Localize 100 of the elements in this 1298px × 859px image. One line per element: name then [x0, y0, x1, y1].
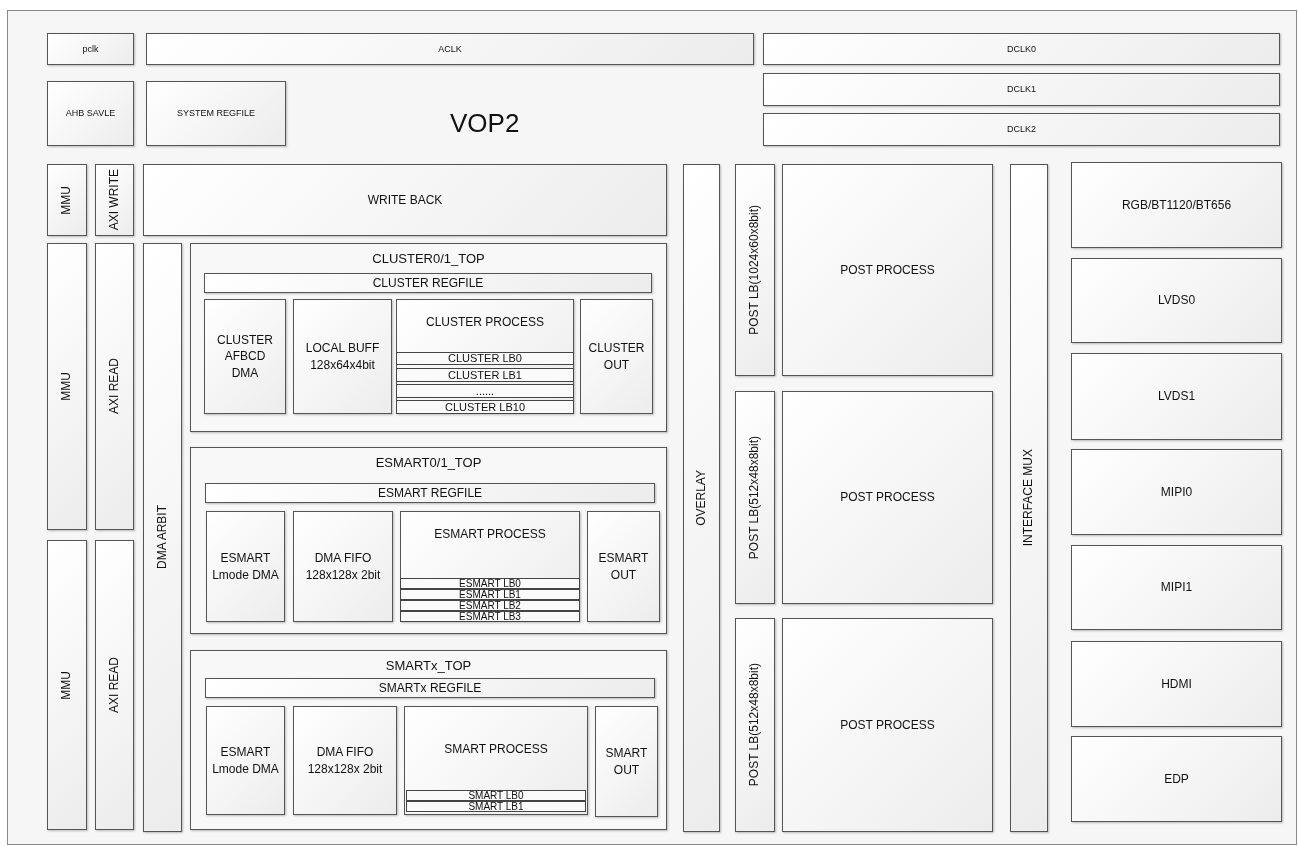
- module-box: [595, 706, 658, 817]
- block-label: MMU: [60, 185, 74, 215]
- block-label: ESMART Lmode DMA: [212, 744, 279, 777]
- module-box: [143, 164, 667, 236]
- group-title: ESMART0/1_TOP: [375, 454, 482, 472]
- module-box: [47, 243, 87, 530]
- block-label: HDMI: [1161, 675, 1192, 693]
- module-box: [146, 81, 286, 146]
- interface-box: [1071, 449, 1282, 535]
- module-box: [735, 618, 775, 832]
- block-label: WRITE BACK: [367, 191, 443, 209]
- block-label: POST PROCESS: [840, 489, 935, 506]
- block-label: SMART OUT: [604, 745, 649, 778]
- block-label: ESMART Lmode DMA: [212, 550, 279, 583]
- block-label: ESMART LB2: [459, 600, 521, 611]
- block-label: DMA ARBIT: [155, 505, 170, 570]
- block-label: CLUSTER LB10: [444, 401, 526, 413]
- block-label: SMART LB0: [468, 790, 524, 801]
- block-label: DCLK0: [1007, 42, 1036, 56]
- module-box: [735, 391, 775, 604]
- block-label: ESMART LB3: [459, 611, 521, 622]
- module-box: [205, 678, 655, 698]
- block-label: ESMART OUT: [597, 550, 650, 583]
- block-label: CLUSTER OUT: [587, 340, 646, 373]
- group-box: [190, 243, 667, 432]
- block-label: ......: [475, 385, 495, 397]
- module-box: [587, 511, 660, 622]
- block-label: MMU: [60, 670, 74, 700]
- clock-box: [763, 113, 1280, 146]
- module-box: [782, 391, 993, 604]
- block-label: LVDS0: [1157, 292, 1196, 309]
- block-label: MIPI0: [1160, 483, 1193, 501]
- module-box: [400, 511, 580, 622]
- module-box: [782, 618, 993, 832]
- line-buffer-row: [396, 400, 574, 414]
- block-label: EDP: [1164, 770, 1189, 788]
- interface-box: [1071, 545, 1282, 630]
- block-label: AXI READ: [107, 657, 122, 713]
- module-box: [206, 511, 285, 622]
- block-label: DCLK1: [1007, 83, 1036, 96]
- block-label: SMART PROCESS: [444, 741, 548, 758]
- line-buffer-row: [406, 801, 586, 812]
- block-label: AXI WRITE: [107, 169, 122, 231]
- clock-box: [763, 73, 1280, 106]
- clock-box: [146, 33, 754, 65]
- module-box: [580, 299, 653, 414]
- module-box: [95, 540, 134, 830]
- module-box: [1010, 164, 1048, 832]
- block-label: SYSTEM REGFILE: [177, 107, 255, 120]
- module-box: [204, 299, 286, 414]
- line-buffer-row: [400, 578, 580, 589]
- group-box: [190, 650, 667, 830]
- module-box: [47, 164, 87, 236]
- line-buffer-row: [406, 790, 586, 801]
- module-box: [204, 273, 652, 293]
- block-label: MMU: [60, 372, 74, 401]
- module-box: [293, 299, 392, 414]
- module-box: [205, 483, 655, 503]
- interface-box: [1071, 258, 1282, 343]
- block-label: CLUSTER LB0: [448, 353, 522, 364]
- diagram-title: VOP2: [450, 108, 520, 139]
- block-label: SMARTx REGFILE: [378, 679, 482, 697]
- block-label: SMART LB1: [468, 801, 524, 812]
- line-buffer-row: [400, 600, 580, 611]
- block-label: INTERFACE MUX: [1022, 449, 1036, 547]
- interface-box: [1071, 641, 1282, 727]
- block-label: AXI READ: [107, 358, 122, 415]
- module-box: [143, 243, 182, 832]
- block-label: POST PROCESS: [840, 261, 935, 279]
- line-buffer-row: [400, 589, 580, 600]
- line-buffer-row: [396, 352, 574, 365]
- block-label: ESMART REGFILE: [377, 484, 483, 502]
- interface-box: [1071, 736, 1282, 822]
- group-box: [190, 447, 667, 634]
- module-box: [293, 706, 397, 815]
- clock-box: [763, 33, 1280, 65]
- line-buffer-row: [400, 611, 580, 622]
- module-box: [404, 706, 588, 815]
- block-label: POST LB(512x48x8bit): [748, 435, 762, 560]
- block-label: ACLK: [438, 42, 462, 56]
- block-label: LOCAL BUFF 128x64x4bit: [304, 340, 381, 373]
- group-title: SMARTx_TOP: [385, 657, 472, 675]
- block-label: DMA FIFO 128x128x 2bit: [306, 744, 384, 777]
- block-label: OVERLAY: [694, 470, 709, 526]
- module-box: [735, 164, 775, 376]
- module-box: [293, 511, 393, 622]
- block-label: POST LB(1024x60x8bit): [748, 205, 762, 335]
- block-label: DMA FIFO 128x128x 2bit: [304, 550, 382, 583]
- module-box: [782, 164, 993, 376]
- module-box: [396, 299, 574, 414]
- block-label: DCLK2: [1007, 123, 1036, 136]
- line-buffer-row: [396, 384, 574, 398]
- block-label: LVDS1: [1157, 388, 1196, 405]
- group-title: CLUSTER0/1_TOP: [372, 250, 485, 268]
- block-label: CLUSTER LB1: [448, 369, 522, 381]
- module-box: [95, 243, 134, 530]
- module-box: [47, 540, 87, 830]
- interface-box: [1071, 353, 1282, 440]
- block-label: ESMART LB0: [459, 578, 521, 589]
- block-label: CLUSTER AFBCD DMA: [216, 332, 274, 381]
